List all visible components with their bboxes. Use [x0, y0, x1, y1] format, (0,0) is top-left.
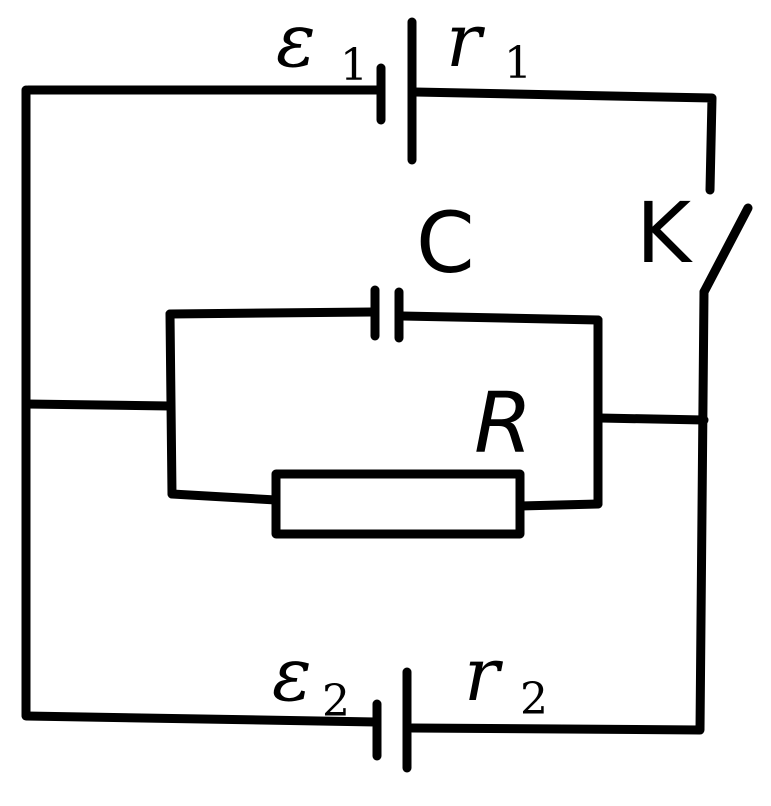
battery-2-resistance-subscript: 2 [520, 674, 548, 725]
switch-blade [699, 203, 753, 297]
inner-left-wire [165, 309, 177, 499]
battery-2 [372, 667, 412, 773]
bottom-wire-right [407, 287, 709, 735]
battery-2-emf-subscript: 2 [322, 676, 350, 727]
resistor-wire-left [167, 489, 281, 505]
battery-1-resistance-subscript: 1 [504, 38, 532, 89]
switch-k [699, 203, 753, 297]
switch-label: K [636, 184, 693, 282]
bottom-wire-left [21, 711, 381, 727]
left-branch-wire [21, 399, 175, 411]
battery-2-resistance-symbol: r [464, 632, 504, 718]
resistor-label: R [474, 374, 532, 472]
top-wire-right [410, 87, 717, 195]
battery-1-emf-symbol: ε [276, 0, 316, 84]
right-branch-wire [595, 413, 709, 425]
battery-1 [376, 17, 417, 165]
resistor-body [271, 469, 525, 539]
capacitor-wire-left [165, 307, 377, 319]
battery-2-emf-symbol: ε [272, 632, 312, 718]
capacitor-wire-right [397, 311, 603, 325]
battery-2-resistance-label: r 2 [464, 632, 548, 725]
battery-1-resistance-label: r 1 [446, 0, 532, 89]
battery-1-emf-label: ε 1 [276, 0, 368, 91]
battery-1-resistance-symbol: r [446, 0, 486, 84]
battery-2-emf-label: ε 2 [272, 632, 350, 727]
resistor-wire-right [515, 499, 603, 511]
battery-1-emf-subscript: 1 [340, 40, 368, 91]
outer-loop-wires [21, 85, 717, 735]
capacitor-label: C [416, 194, 475, 292]
parallel-network [165, 285, 603, 539]
